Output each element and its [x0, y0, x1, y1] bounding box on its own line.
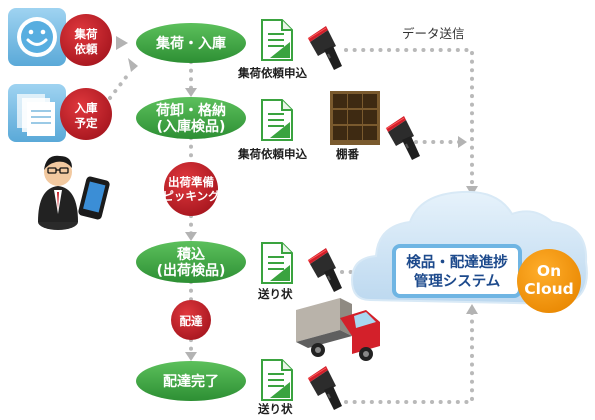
flow-step-loading: 積込 (出荷検品) — [136, 241, 246, 283]
arrowhead-to-step4 — [185, 352, 197, 361]
step2-label-line2: (入庫検品) — [157, 118, 226, 135]
shipper-request-group: 集荷 依頼 — [8, 8, 112, 66]
arrowhead-shelf — [458, 136, 467, 148]
arrowhead-to-step2 — [185, 88, 197, 97]
picking-label-line1: 出荷準備 — [168, 175, 214, 189]
delivery-label: 配達 — [180, 314, 203, 328]
doc3-group: 送り状 — [257, 242, 343, 301]
doc2-label: 集荷依頼申込 — [237, 147, 307, 161]
transit-picking: 出荷準備 ピッキング — [162, 162, 220, 216]
data-transfer-label: データ送信 — [402, 26, 465, 41]
cloud-system-box: 検品・配達進捗 管理システム — [392, 244, 522, 298]
picking-label-line2: ピッキング — [162, 189, 220, 203]
arrowhead-input-2 — [128, 58, 138, 72]
document-icon — [261, 99, 293, 141]
connector-top-to-cloud — [344, 48, 474, 192]
shelf-icon — [330, 91, 380, 145]
shipper-badge-line2: 依頼 — [75, 42, 98, 56]
step4-label: 配達完了 — [163, 373, 219, 390]
arrowhead-input-1 — [116, 36, 128, 50]
step3-label-line1: 積込 — [176, 246, 205, 263]
barcode-scanner-icon — [307, 25, 343, 71]
flow-step-delivered: 配達完了 — [136, 361, 246, 401]
barcode-scanner-icon — [307, 365, 343, 411]
document-icon — [261, 359, 293, 401]
shipper-badge — [60, 14, 112, 66]
doc1-group: 集荷依頼申込 — [237, 19, 343, 80]
inbound-badge — [60, 88, 112, 140]
documents-stack-icon — [17, 94, 55, 136]
doc4-label: 送り状 — [257, 402, 293, 416]
arrowhead-to-step3 — [185, 232, 197, 241]
document-icon — [261, 19, 293, 61]
doc1-label: 集荷依頼申込 — [237, 66, 307, 80]
shipper-badge-line1: 集荷 — [74, 27, 98, 41]
connector-input-2 — [108, 70, 132, 100]
step2-label-line1: 荷卸・格納 — [155, 102, 226, 119]
document-icon — [261, 242, 293, 284]
inbound-badge-line1: 入庫 — [75, 101, 98, 115]
on-cloud-line1: On — [537, 262, 561, 280]
doc4-group: 送り状 — [257, 359, 343, 416]
smiley-face-icon — [17, 17, 57, 57]
cloud-system-line1: 検品・配達進捗 — [406, 253, 508, 271]
connector-bottom-to-cloud — [344, 308, 474, 404]
inbound-plan-group: 入庫 予定 — [8, 84, 112, 142]
cloud-system-line2: 管理システム — [414, 272, 501, 290]
shelf-label: 棚番 — [336, 147, 359, 161]
on-cloud-line2: Cloud — [524, 280, 573, 298]
arrowhead-to-cloud-bottom — [466, 304, 478, 314]
worker-with-tablet-icon — [38, 155, 110, 230]
shelf-group: 棚番 — [330, 91, 421, 161]
barcode-scanner-icon — [307, 247, 343, 293]
doc2-group: 集荷依頼申込 — [237, 99, 307, 161]
flow-step-unload-store: 荷卸・格納 (入庫検品) — [136, 97, 246, 139]
barcode-scanner-icon — [385, 115, 421, 161]
delivery-truck-icon — [296, 298, 380, 361]
on-cloud-badge: On Cloud — [517, 249, 581, 313]
transit-delivery: 配達 — [171, 300, 211, 340]
doc3-label: 送り状 — [257, 287, 293, 301]
step1-label: 集荷・入庫 — [155, 35, 226, 52]
inbound-badge-line2: 予定 — [75, 116, 98, 130]
step3-label-line2: (出荷検品) — [157, 262, 226, 279]
flow-step-pickup-inbound: 集荷・入庫 — [136, 23, 246, 63]
